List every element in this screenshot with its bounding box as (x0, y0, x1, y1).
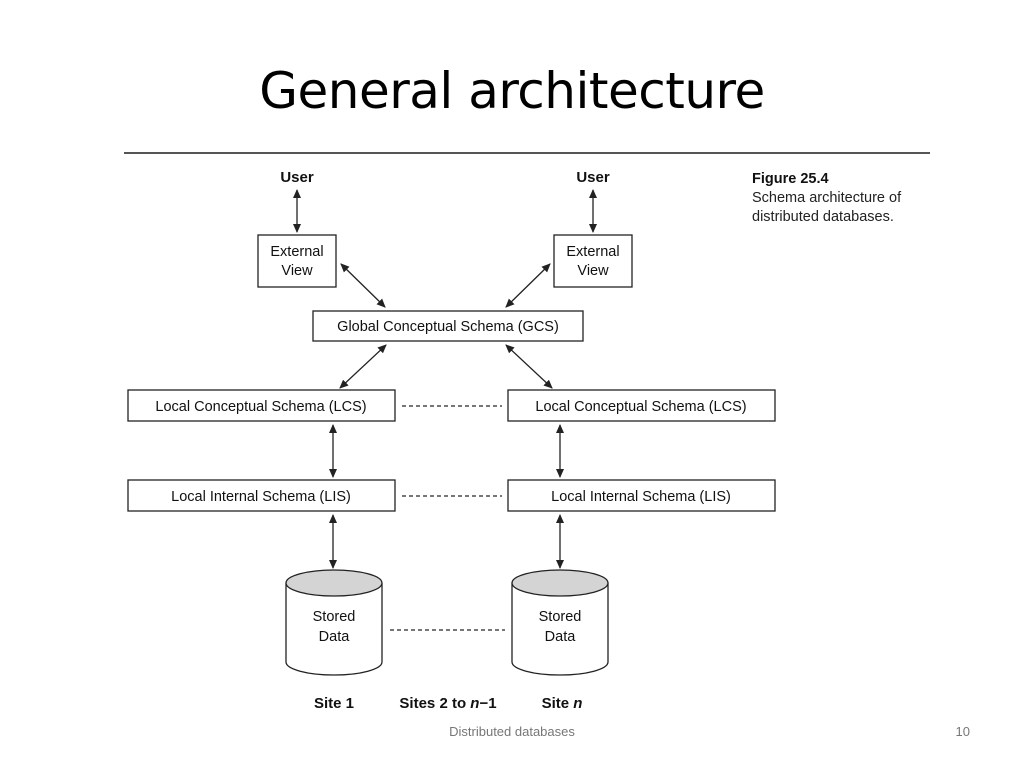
figure-caption-line2: distributed databases. (752, 209, 894, 225)
arrow-gcs-to-lcs-right (505, 344, 553, 389)
gcs-box: Global Conceptual Schema (GCS) (312, 310, 584, 342)
stored-data-right-line2: Data (545, 629, 577, 645)
lis-right-label: Local Internal Schema (LIS) (551, 489, 731, 505)
lcs-right-label: Local Conceptual Schema (LCS) (535, 399, 746, 415)
stored-data-right-cylinder: Stored Data (511, 569, 609, 676)
sites-middle-suffix: −1 (479, 695, 496, 712)
stored-data-left-line2: Data (319, 629, 351, 645)
sites-middle-prefix: Sites 2 to (399, 695, 470, 712)
sites-middle-label: Sites 2 to n−1 (399, 695, 496, 712)
arrow-external-right-to-gcs (505, 263, 551, 308)
user-left-label: User (280, 169, 314, 186)
site-n-var: n (573, 695, 582, 712)
external-view-left-line2: View (281, 263, 313, 279)
external-view-right-box: External View (553, 234, 633, 288)
stored-data-right-line1: Stored (539, 609, 582, 625)
sites-middle-var: n (470, 695, 479, 712)
lcs-right-box: Local Conceptual Schema (LCS) (507, 389, 776, 422)
page-number: 10 (955, 724, 970, 739)
user-right-label: User (576, 169, 610, 186)
arrow-gcs-to-lcs-left (339, 344, 387, 389)
gcs-label: Global Conceptual Schema (GCS) (337, 319, 559, 335)
lis-left-label: Local Internal Schema (LIS) (171, 489, 351, 505)
figure-caption: Figure 25.4 Schema architecture of distr… (752, 170, 952, 227)
external-view-right-line1: External (566, 244, 619, 260)
lis-left-box: Local Internal Schema (LIS) (127, 479, 396, 512)
lcs-left-box: Local Conceptual Schema (LCS) (127, 389, 396, 422)
site-n-prefix: Site (542, 695, 574, 712)
figure-caption-line1: Schema architecture of (752, 190, 902, 206)
site-n-label: Site n (542, 695, 583, 712)
external-view-left-line1: External (270, 244, 323, 260)
lis-right-box: Local Internal Schema (LIS) (507, 479, 776, 512)
slide-title: General architecture (259, 62, 765, 120)
stored-data-left-cylinder: Stored Data (285, 569, 383, 676)
title-divider (124, 152, 930, 154)
figure-number: Figure 25.4 (752, 171, 829, 187)
external-view-right-line2: View (577, 263, 609, 279)
external-view-left-box: External View (257, 234, 337, 288)
stored-data-left-line1: Stored (313, 609, 356, 625)
arrow-external-left-to-gcs (340, 263, 386, 308)
site-1-label: Site 1 (314, 695, 354, 712)
lcs-left-label: Local Conceptual Schema (LCS) (155, 399, 366, 415)
slide-footer: Distributed databases (449, 724, 575, 739)
